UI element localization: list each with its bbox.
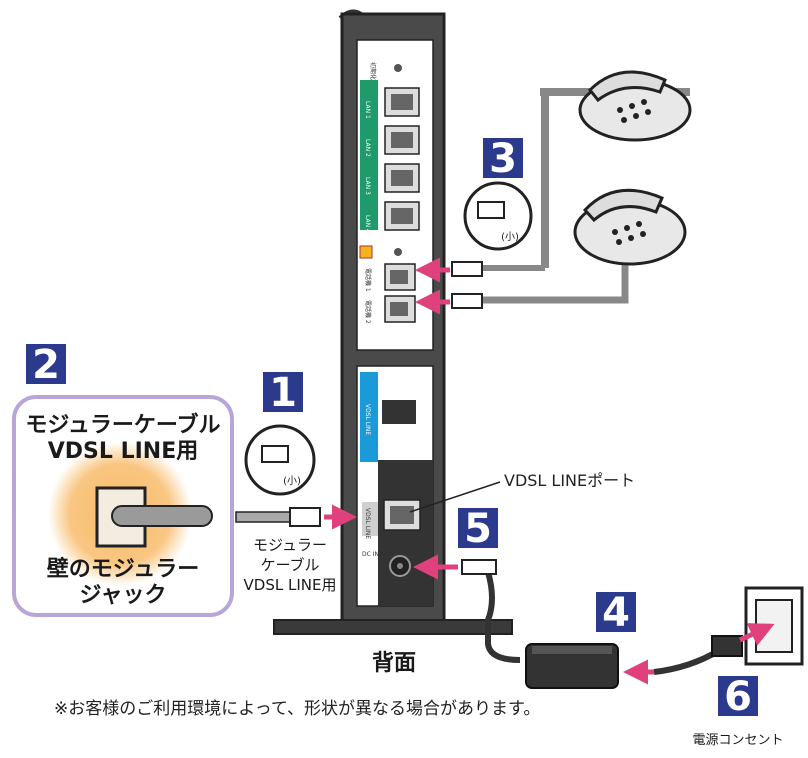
step-2-number: 2 bbox=[32, 342, 60, 388]
power-outlet-face[interactable] bbox=[755, 599, 793, 653]
tel-port-label-2: 電話機 2 bbox=[364, 300, 372, 324]
ac-cord bbox=[653, 647, 722, 675]
step-3-badge bbox=[483, 138, 523, 178]
vdsl-port-tag bbox=[362, 502, 378, 536]
step-3-number: 3 bbox=[489, 136, 517, 182]
vdsl-port-tag-label: VDSL LINE bbox=[364, 508, 371, 539]
router-stand bbox=[273, 619, 513, 635]
step-2-badge bbox=[26, 344, 66, 384]
lan-port-3[interactable] bbox=[384, 163, 420, 193]
lan-port-1[interactable] bbox=[384, 87, 420, 117]
tel-plug-2 bbox=[451, 293, 483, 309]
phone-2-handset bbox=[582, 188, 664, 223]
lan-port-2[interactable] bbox=[384, 125, 420, 155]
phone-2 bbox=[480, 188, 687, 304]
wall-cable-label-2: VDSL LINE用 bbox=[48, 439, 198, 464]
ac-plug bbox=[711, 635, 743, 657]
phone-1 bbox=[480, 70, 692, 271]
step-4-badge bbox=[596, 592, 636, 632]
lan-port-label-4: LAN 4 bbox=[364, 215, 371, 233]
vdsl-panel bbox=[360, 372, 378, 462]
lan-panel bbox=[360, 80, 378, 230]
vdsl-plug bbox=[289, 507, 321, 527]
step-5-badge bbox=[458, 508, 498, 548]
ac-adapter bbox=[525, 643, 619, 689]
tel-port-1[interactable] bbox=[384, 263, 416, 291]
callout-1-connector bbox=[261, 445, 289, 463]
reset-label: 初期化 bbox=[369, 62, 377, 80]
outlet-label: 電源コンセント bbox=[692, 733, 783, 748]
step-4-number: 4 bbox=[602, 590, 630, 636]
dc-plug bbox=[461, 559, 497, 575]
step-1-number: 1 bbox=[269, 370, 297, 416]
step-5-number: 5 bbox=[464, 506, 492, 552]
cable-label-1: モジュラー bbox=[253, 536, 327, 554]
vdsl-port-pointer-label: VDSL LINEポート bbox=[504, 471, 635, 490]
cable-label-2: ケーブル bbox=[260, 556, 319, 574]
step-6-number: 6 bbox=[724, 674, 752, 720]
callout-3-small-label: (小) bbox=[501, 231, 519, 243]
callout-3-connector bbox=[477, 201, 505, 219]
phone-1-keypad bbox=[617, 99, 651, 123]
tel-warning-icon bbox=[359, 245, 373, 259]
callout-1-small-label: (小) bbox=[283, 475, 301, 487]
wall-jack-label-1: 壁のモジュラー bbox=[47, 556, 199, 582]
vdsl-cable bbox=[235, 511, 297, 523]
wall-jack-label-2: ジャック bbox=[80, 583, 167, 608]
cable-label-3: VDSL LINE用 bbox=[244, 576, 337, 594]
tel-plug-1 bbox=[451, 261, 483, 277]
footnote: ※お客様のご利用環境によって、形状が異なる場合があります。 bbox=[54, 699, 540, 719]
phone-2-keypad bbox=[612, 221, 646, 245]
outlet-arrow bbox=[738, 623, 775, 646]
step-1-badge bbox=[263, 372, 303, 412]
step-6-badge bbox=[718, 676, 758, 716]
status-led bbox=[394, 248, 402, 256]
reset-button[interactable] bbox=[394, 64, 402, 72]
wall-cable-label-1: モジュラーケーブル bbox=[25, 412, 220, 438]
vdsl-lower-block bbox=[378, 460, 433, 606]
wall-jack-cable bbox=[111, 505, 213, 527]
lan-port-4[interactable] bbox=[384, 201, 420, 231]
lan-port-label-3: LAN 3 bbox=[364, 177, 371, 195]
rear-view-label: 背面 bbox=[372, 651, 416, 676]
vdsl-line-port[interactable] bbox=[383, 499, 421, 531]
vdsl-slot bbox=[382, 400, 416, 424]
dc-cable bbox=[485, 571, 521, 663]
vdsl-panel-label: VDSL LINE bbox=[364, 404, 371, 435]
dc-in-pin bbox=[397, 563, 403, 569]
dc-in-label: DC IN 12V bbox=[362, 551, 394, 558]
phone-1-handset bbox=[587, 70, 667, 103]
lan-port-label-2: LAN 2 bbox=[364, 139, 371, 157]
tel-port-label-1: 電話機 1 bbox=[364, 268, 372, 292]
vdsl-port-pointer-line bbox=[409, 481, 501, 513]
tel-port-2[interactable] bbox=[384, 295, 416, 323]
lan-port-label-1: LAN 1 bbox=[364, 101, 371, 119]
ac-adapter-top bbox=[532, 646, 612, 654]
